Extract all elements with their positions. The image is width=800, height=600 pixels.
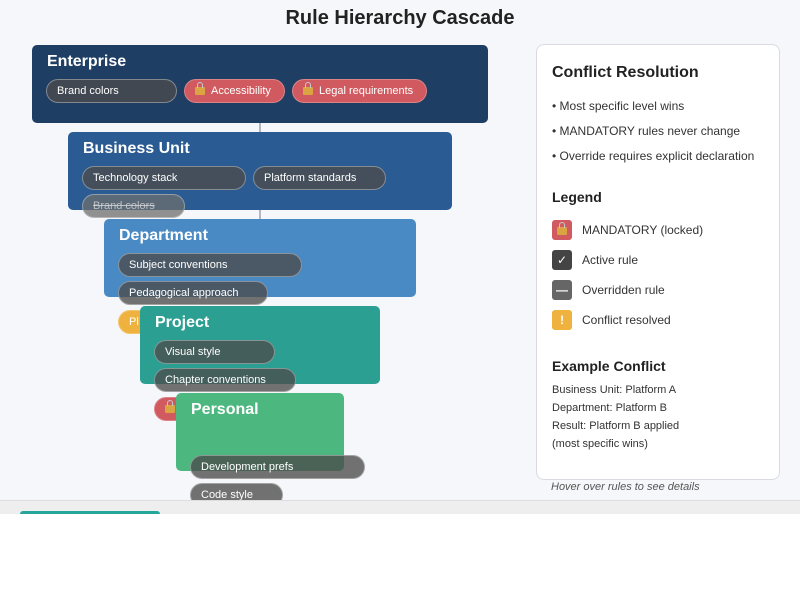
example-line: Business Unit: Platform A <box>552 384 677 396</box>
level-title: Project <box>155 314 210 331</box>
side-panel: Conflict Resolution • Most specific leve… <box>536 44 780 480</box>
example-line: Department: Platform B <box>552 402 667 414</box>
bullet-item: • Most specific level wins <box>552 99 685 113</box>
example-line: (most specific wins) <box>552 438 648 450</box>
connector-line <box>259 123 261 133</box>
cascade-canvas: Rule Hierarchy Cascade Enterprise Brand … <box>32 7 780 500</box>
legend-title: Legend <box>552 189 602 205</box>
rule-pill-mandatory[interactable]: Legal requirements <box>292 79 427 103</box>
check-icon: ✓ <box>552 250 572 270</box>
rule-label: Code style <box>201 489 253 500</box>
lock-icon <box>552 220 572 240</box>
example-conflict-title: Example Conflict <box>552 358 666 374</box>
conflict-resolution-title: Conflict Resolution <box>552 64 699 81</box>
level-personal[interactable]: Personal Development prefs Code style <box>176 393 365 500</box>
dash-icon: — <box>552 280 572 300</box>
rule-label: Platform standards <box>264 172 357 184</box>
rule-pill[interactable]: Platform standards <box>253 166 386 190</box>
rule-pill[interactable]: Pedagogical approach <box>118 281 268 305</box>
rule-pill[interactable]: Code style <box>190 483 283 500</box>
legend-label: Conflict resolved <box>582 313 671 327</box>
bullet-item: • MANDATORY rules never change <box>552 124 741 138</box>
rule-pill[interactable]: Chapter conventions <box>154 368 296 392</box>
lock-icon <box>303 82 313 95</box>
level-title: Enterprise <box>47 53 127 70</box>
rule-label: Technology stack <box>93 172 178 184</box>
rule-pill[interactable]: Development prefs <box>190 455 365 479</box>
rule-pill-mandatory[interactable]: Accessibility <box>184 79 285 103</box>
rule-label: Chapter conventions <box>165 374 266 386</box>
warning-icon: ! <box>552 310 572 330</box>
rule-pill[interactable]: Visual style <box>154 340 275 364</box>
rule-label: Legal requirements <box>319 85 414 97</box>
level-title: Department <box>119 227 208 244</box>
lock-icon <box>165 400 175 413</box>
rule-label: Brand colors <box>93 200 155 212</box>
level-business-unit[interactable]: Business Unit Technology stack Platform … <box>68 132 452 218</box>
bottom-tab[interactable] <box>20 511 160 514</box>
level-title: Business Unit <box>83 140 190 157</box>
rule-label: Development prefs <box>201 461 294 473</box>
legend-label: Active rule <box>582 253 639 267</box>
hover-hint: Hover over rules to see details <box>551 481 700 493</box>
rule-label: Brand colors <box>57 85 119 97</box>
bullet-item: • Override requires explicit declaration <box>552 149 755 163</box>
rule-pill[interactable]: Technology stack <box>82 166 246 190</box>
rule-pill[interactable]: Brand colors <box>46 79 177 103</box>
rule-pill-overridden[interactable]: Brand colors <box>82 194 185 218</box>
rule-label: Pl <box>129 316 139 328</box>
example-line: Result: Platform B applied <box>552 420 680 432</box>
page-title: Rule Hierarchy Cascade <box>285 7 515 29</box>
rule-label: Accessibility <box>211 85 271 97</box>
lock-icon <box>195 82 205 95</box>
level-project[interactable]: Project Visual style Chapter conventions <box>140 306 380 421</box>
level-title: Personal <box>191 401 259 418</box>
rule-label: Subject conventions <box>129 259 228 271</box>
legend-label: MANDATORY (locked) <box>582 223 704 237</box>
rule-label: Visual style <box>165 346 221 358</box>
bottom-bar <box>0 500 800 514</box>
legend-label: Overridden rule <box>582 283 665 297</box>
connector-line <box>259 210 261 220</box>
rule-label: Pedagogical approach <box>129 287 239 299</box>
rule-pill[interactable]: Subject conventions <box>118 253 302 277</box>
level-department[interactable]: Department Subject conventions Pedagogic… <box>104 219 416 334</box>
level-enterprise[interactable]: Enterprise Brand colors Accessibility Le… <box>32 45 488 123</box>
